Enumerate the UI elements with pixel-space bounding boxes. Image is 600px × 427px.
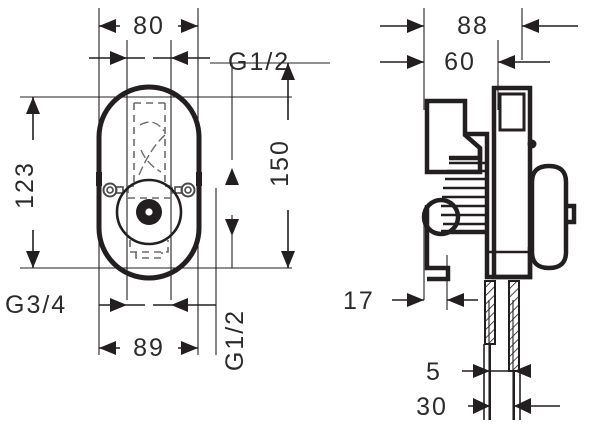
label-g34-bottom-left: G3/4 [5, 291, 67, 319]
arrow-head [225, 168, 239, 185]
arrow-head [171, 51, 188, 65]
arrow-head [110, 51, 127, 65]
side-view-outlet-block [484, 247, 533, 280]
dimension-123: 123 [11, 97, 48, 268]
label-g12-top-right: G1/2 [228, 48, 290, 76]
arrow-head [514, 398, 531, 414]
arrow-head [281, 63, 295, 80]
arrow-head [498, 55, 515, 69]
arrow-head [181, 19, 198, 33]
dimension-88-label: 88 [457, 12, 489, 40]
front-view-outlet-ring [115, 178, 183, 246]
dimension-80: 80 [99, 12, 198, 40]
arrow-head [26, 251, 40, 268]
dimension-80-label: 80 [133, 12, 165, 40]
arrow-head [473, 364, 490, 378]
arrow-head [407, 55, 424, 69]
front-view-outer-body [96, 84, 202, 281]
dimension-60: 60 [380, 48, 550, 76]
front-view-hidden-curves [138, 121, 166, 176]
side-view-spindle-boss [421, 197, 461, 237]
front-view-construction-lines [20, 8, 330, 355]
arrow-head [110, 298, 127, 312]
side-view-rib-top-edge [449, 148, 483, 161]
arrow-head [522, 19, 539, 33]
dimension-123-label: 123 [11, 161, 39, 209]
side-view-cap-nipple [566, 203, 577, 225]
arrow-head [407, 293, 424, 307]
front-view-outlet-bore [145, 208, 153, 216]
front-view-hidden-flange [129, 240, 169, 259]
arrow-head [225, 219, 239, 236]
threaded-rod-right [508, 280, 520, 372]
dimension-inner-top-ticks [89, 51, 210, 65]
arrow-head [473, 398, 490, 414]
threaded-rod-left [484, 280, 496, 345]
dimension-g34-ticks [99, 298, 216, 312]
dimension-30-label: 30 [416, 393, 448, 421]
front-view-lug-right [196, 172, 202, 186]
dimension-89-label: 89 [133, 334, 165, 362]
front-view-lug-left [96, 172, 102, 186]
arrow-head [181, 341, 198, 355]
arrow-head [281, 251, 295, 268]
label-g12-bottom: G1/2 [221, 309, 249, 371]
side-view-ribs [441, 161, 487, 226]
dimension-30: 30 [416, 393, 560, 421]
dimension-5-label: 5 [426, 358, 442, 386]
dimension-150: 150 [266, 63, 303, 268]
dimension-89: 89 [99, 334, 198, 362]
dimension-17-label: 17 [343, 287, 375, 315]
front-view-fixing-eyelets [102, 182, 196, 198]
side-view-housing-stud [527, 139, 537, 149]
arrow-head [514, 364, 531, 378]
dimension-5: 5 [426, 358, 531, 386]
dimension-88: 88 [380, 12, 578, 40]
arrow-head [26, 97, 40, 114]
dimension-60-label: 60 [444, 48, 476, 76]
side-view: 88 60 17 [343, 8, 578, 421]
dimension-150-inner-ticks [225, 168, 239, 236]
arrow-head [99, 341, 116, 355]
dimension-17: 17 [343, 287, 478, 315]
side-view-bonnet-cap [529, 163, 569, 271]
arrow-head [447, 293, 464, 307]
arrow-head [171, 298, 188, 312]
arrow-head [99, 19, 116, 33]
dimension-150-label: 150 [266, 139, 294, 187]
front-view: 80 G1/2 123 [5, 8, 330, 371]
arrow-head [407, 19, 424, 33]
